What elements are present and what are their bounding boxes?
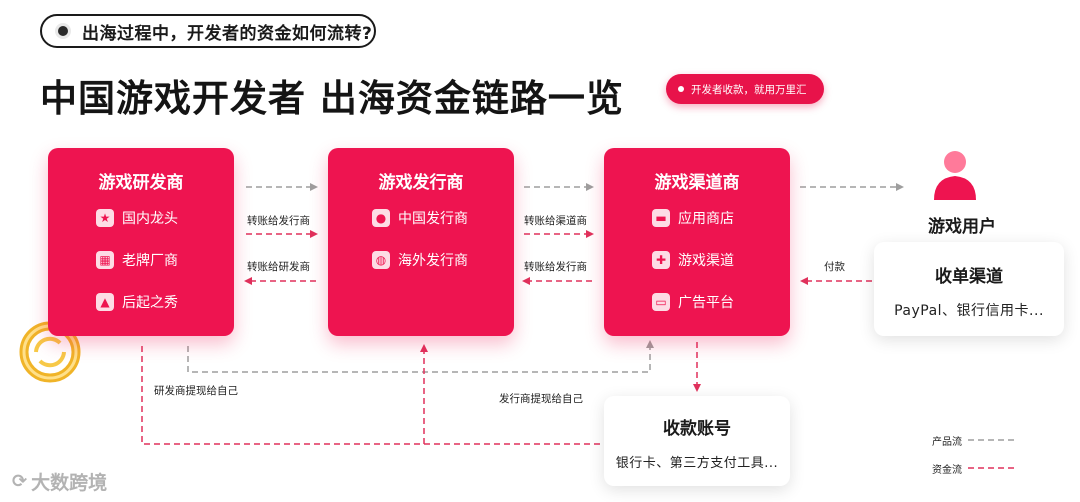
publisher-item-china: ● 中国发行商 [372, 208, 468, 228]
channel-card-title: 游戏渠道商 [604, 168, 790, 193]
channel-item-gaming: ✚ 游戏渠道 [652, 250, 734, 270]
user-title: 游戏用户 [928, 212, 996, 237]
channel-item-label: 应用商店 [678, 208, 734, 228]
channel-item-label: 游戏渠道 [678, 250, 734, 270]
publisher-item-label: 海外发行商 [398, 250, 468, 270]
channel-item-appstore: ▬ 应用商店 [652, 208, 734, 228]
account-card[interactable]: 收款账号 银行卡、第三方支付工具... [604, 396, 790, 486]
flow-label-transfer-to-channel: 转账给渠道商 [524, 213, 587, 228]
developer-item-label: 老牌厂商 [122, 250, 178, 270]
collection-card[interactable]: 收单渠道 PayPal、银行信用卡... [874, 242, 1064, 336]
developer-item-label: 国内龙头 [122, 208, 178, 228]
flow-label-transfer-to-publisher: 转账给发行商 [247, 213, 310, 228]
thumbs-up-icon: ▲ [96, 293, 114, 311]
flow-label-developer-withdraw: 研发商提现给自己 [154, 383, 238, 398]
watermark-text: 大数跨境 [31, 468, 107, 495]
legend-product-flow: 产品流 [932, 433, 962, 448]
gamepad-icon: ✚ [652, 251, 670, 269]
publisher-item-label: 中国发行商 [398, 208, 468, 228]
channel-item-label: 广告平台 [678, 292, 734, 312]
developer-card-title: 游戏研发商 [48, 168, 234, 193]
globe-icon: ◍ [372, 251, 390, 269]
flow-label-transfer-to-developer: 转账给研发商 [247, 259, 310, 274]
developer-item-top: ★ 国内龙头 [96, 208, 178, 228]
publisher-card-title: 游戏发行商 [328, 168, 514, 193]
building-icon: ▦ [96, 251, 114, 269]
watermark-logo-icon: ⟳ [12, 471, 27, 492]
monitor-icon: ▭ [652, 293, 670, 311]
channel-card[interactable]: 游戏渠道商 ▬ 应用商店 ✚ 游戏渠道 ▭ 广告平台 [604, 148, 790, 336]
flow-label-payment: 付款 [824, 259, 845, 274]
flow-label-transfer-to-publisher-2: 转账给发行商 [524, 259, 587, 274]
collection-title: 收单渠道 [874, 262, 1064, 287]
person-icon: ● [372, 209, 390, 227]
user-person-icon [934, 151, 976, 200]
watermark: ⟳ 大数跨境 [12, 468, 107, 495]
product-flow-dev-to-channel-bottom [188, 342, 650, 372]
collection-subtitle: PayPal、银行信用卡... [874, 300, 1064, 320]
publisher-item-overseas: ◍ 海外发行商 [372, 250, 468, 270]
developer-card[interactable]: 游戏研发商 ★ 国内龙头 ▦ 老牌厂商 ▲ 后起之秀 [48, 148, 234, 336]
account-title: 收款账号 [604, 414, 790, 439]
channel-item-ads: ▭ 广告平台 [652, 292, 734, 312]
developer-item-veteran: ▦ 老牌厂商 [96, 250, 178, 270]
account-subtitle: 银行卡、第三方支付工具... [604, 452, 790, 471]
legend-money-flow: 资金流 [932, 461, 962, 476]
publisher-card[interactable]: 游戏发行商 ● 中国发行商 ◍ 海外发行商 [328, 148, 514, 336]
developer-item-rising: ▲ 后起之秀 [96, 292, 178, 312]
store-icon: ▬ [652, 209, 670, 227]
flow-label-publisher-withdraw: 发行商提现给自己 [499, 391, 583, 406]
developer-item-label: 后起之秀 [122, 292, 178, 312]
medal-icon: ★ [96, 209, 114, 227]
